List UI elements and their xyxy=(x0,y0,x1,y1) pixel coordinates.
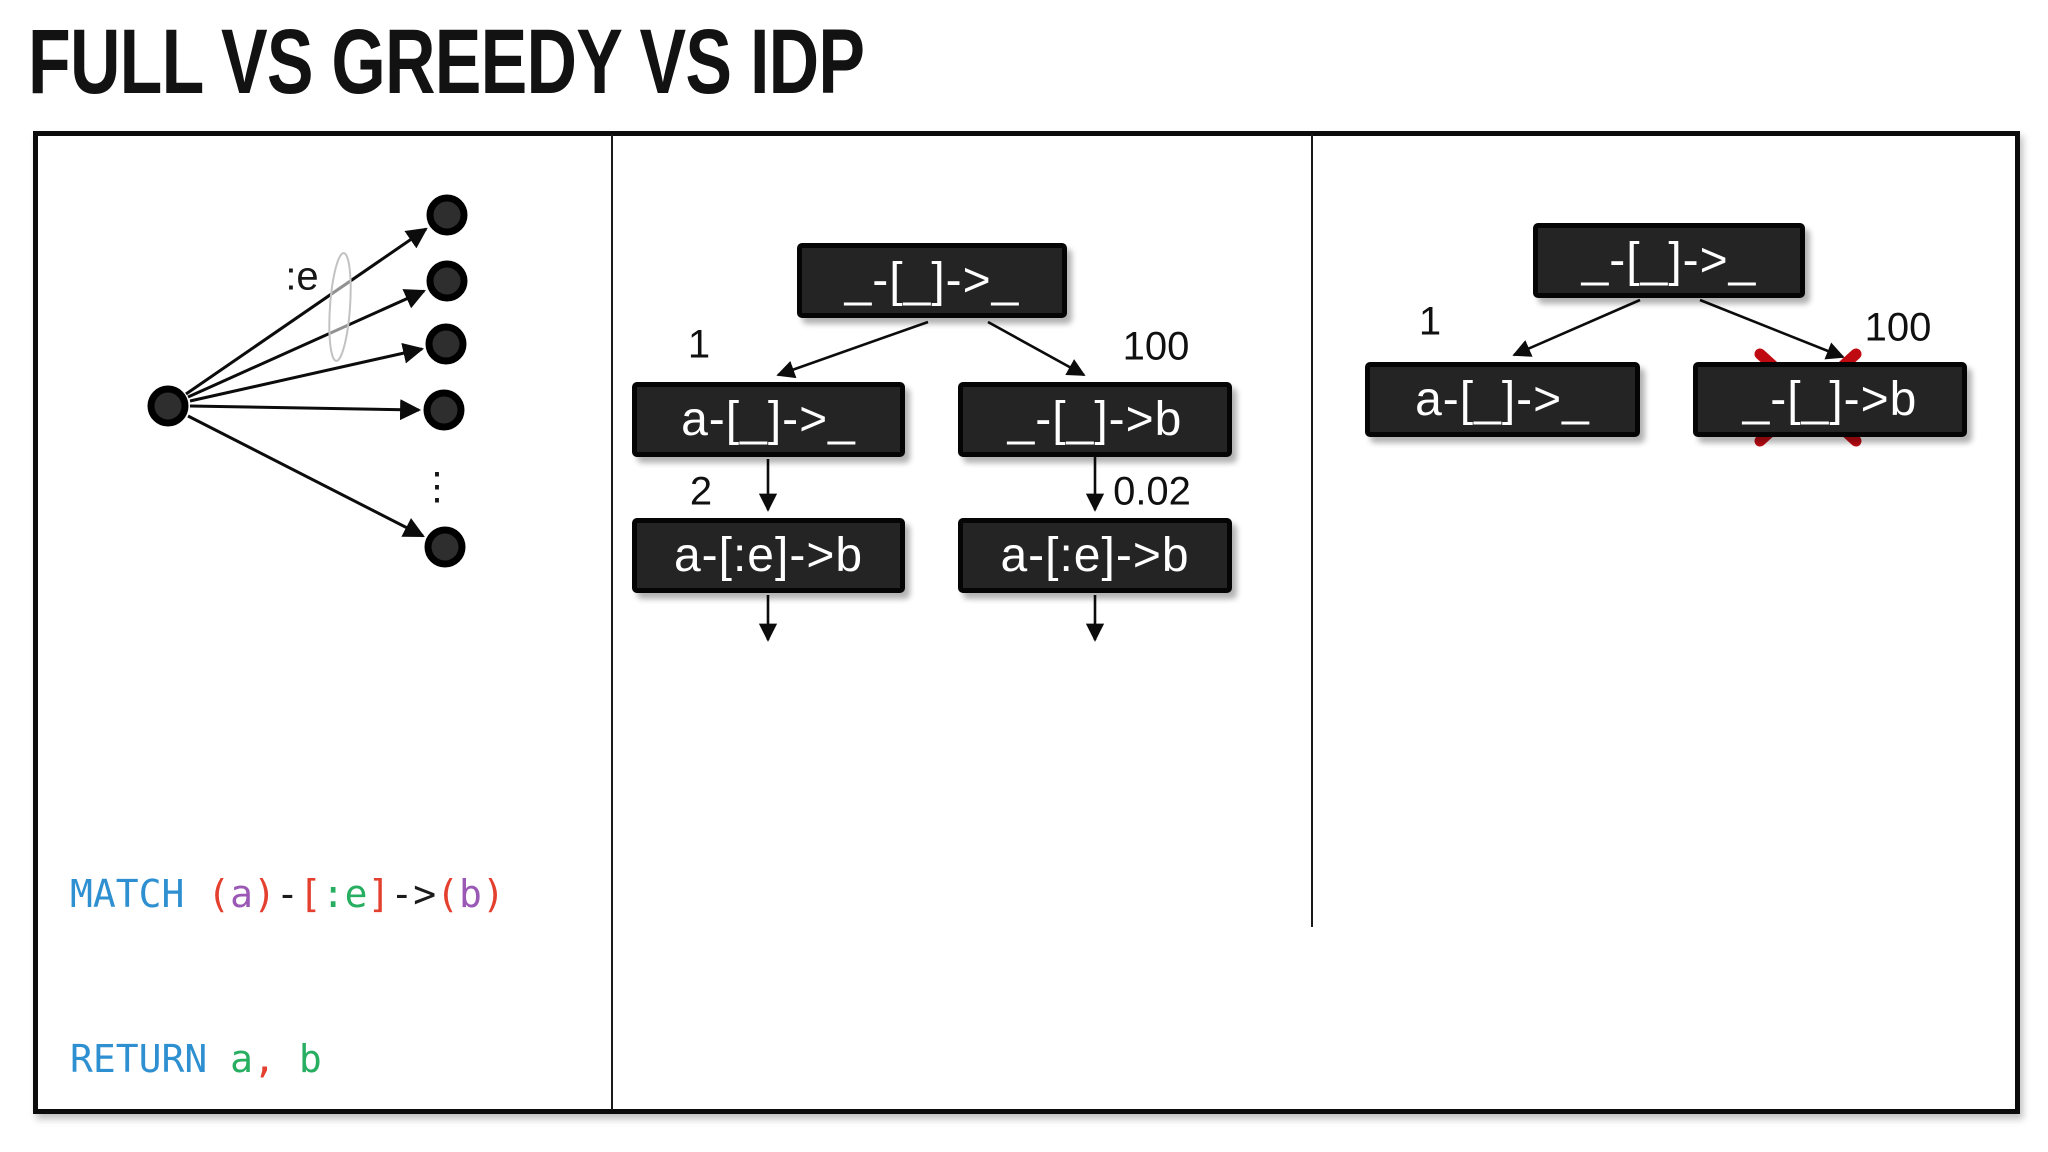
code-token: MATCH xyxy=(70,872,208,916)
vertical-ellipsis: ⋮ xyxy=(418,466,456,508)
full-plan-left-leaf: a-[:e]->b xyxy=(632,518,905,593)
cypher-line-match: MATCH (a)-[:e]->(b) xyxy=(70,867,505,922)
cost-label: 1 xyxy=(687,322,711,367)
full-plan-right-child: _-[_]->b xyxy=(958,382,1232,457)
panel-divider-right xyxy=(1311,134,1313,927)
code-token: ( xyxy=(436,872,460,916)
code-token: ) xyxy=(253,872,276,916)
code-token: ] xyxy=(367,872,391,916)
cost-label: 0.02 xyxy=(1113,469,1191,514)
panel-divider-left xyxy=(611,134,613,1110)
code-token: [ xyxy=(298,872,322,916)
code-token: -> xyxy=(390,872,437,916)
code-token: , xyxy=(253,1037,299,1081)
idp-plan-root: _-[_]->_ xyxy=(1533,223,1805,298)
idp-plan-left-child: a-[_]->_ xyxy=(1365,362,1640,437)
cost-label: 100 xyxy=(1122,324,1190,369)
full-plan-root: _-[_]->_ xyxy=(797,243,1067,318)
code-token: RETURN xyxy=(70,1037,231,1081)
code-token: b xyxy=(298,1037,322,1081)
slide-title: FULL VS GREEDY VS IDP xyxy=(28,11,865,113)
code-token: - xyxy=(275,872,299,916)
code-token: a xyxy=(230,1037,254,1081)
code-token: ( xyxy=(207,872,231,916)
code-token: :e xyxy=(321,872,368,916)
code-token: a xyxy=(230,872,254,916)
code-token: ) xyxy=(481,872,505,916)
cypher-query: MATCH (a)-[:e]->(b) RETURN a, b xyxy=(70,757,505,1152)
full-plan-right-leaf: a-[:e]->b xyxy=(958,518,1232,593)
code-token: b xyxy=(459,872,482,916)
cost-label: 100 xyxy=(1864,305,1932,350)
idp-plan-right-child-pruned: _-[_]->b xyxy=(1693,362,1967,437)
cypher-line-return: RETURN a, b xyxy=(70,1032,505,1087)
cost-label: 2 xyxy=(689,469,713,514)
edge-type-label: :e xyxy=(285,254,319,299)
cost-label: 1 xyxy=(1418,299,1442,344)
full-plan-left-child: a-[_]->_ xyxy=(632,382,905,457)
